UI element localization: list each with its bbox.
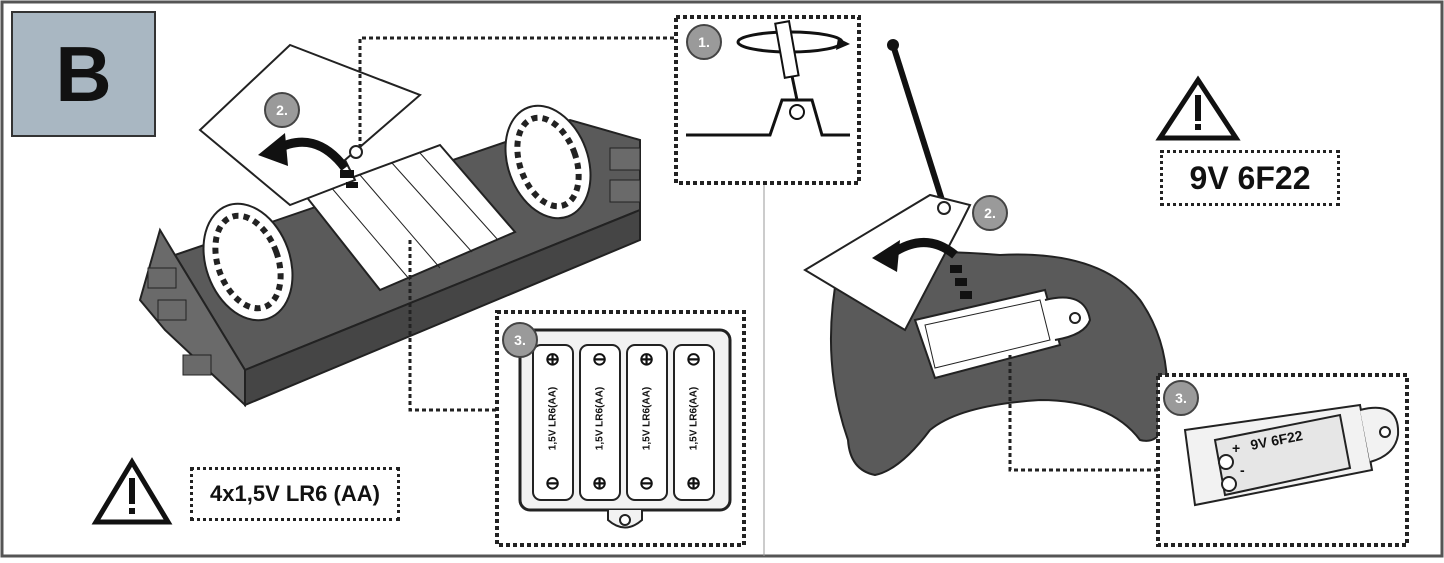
aa-battery-spec: 4x1,5V LR6 (AA) — [210, 481, 380, 506]
step3-badge-left: 3. — [502, 322, 538, 358]
step2-badge-left: 2. — [264, 92, 300, 128]
aa-cell-1-minus: ⊖ — [545, 473, 561, 493]
aa-battery-spec-tag: 4x1,5V LR6 (AA) — [190, 467, 400, 521]
section-letter-box: B — [11, 11, 156, 137]
9v-battery-spec-tag: 9V 6F22 — [1160, 150, 1340, 206]
leader-line-step3-right — [1008, 355, 1160, 472]
aa-cell-4-label: 1,5V LR6(AA) — [688, 386, 700, 451]
aa-cell-1-text: ⊕ 1,5V LR6(AA) ⊖ — [533, 345, 573, 500]
leader-line-step3 — [408, 240, 500, 412]
screwdriver-icon — [774, 20, 805, 120]
aa-cell-4-plus: ⊕ — [686, 473, 702, 493]
aa-cell-4-text: ⊖ 1,5V LR6(AA) ⊕ — [674, 345, 714, 500]
battery-lid — [198, 43, 422, 207]
aa-cell-2-label: 1,5V LR6(AA) — [594, 386, 606, 451]
9v-battery-plus: + — [1232, 440, 1241, 456]
warning-triangle-icon-right — [1155, 75, 1241, 141]
9v-compartment — [913, 288, 1062, 380]
car-wheel-left — [202, 202, 294, 322]
step1-badge: 1. — [686, 24, 722, 60]
aa-cell-2-plus: ⊕ — [592, 473, 608, 493]
aa-cell-2-minus: ⊖ — [592, 349, 608, 369]
9v-battery-minus: - — [1240, 462, 1245, 478]
aa-cell-4-minus: ⊖ — [686, 349, 702, 369]
aa-cell-2 — [579, 344, 621, 501]
aa-cell-1-label: 1,5V LR6(AA) — [547, 386, 559, 451]
aa-cell-3 — [626, 344, 668, 501]
aa-cell-3-plus: ⊕ — [639, 349, 655, 369]
9v-battery — [1213, 413, 1352, 497]
leader-line-step1 — [358, 36, 678, 148]
car-body — [138, 104, 641, 408]
aa-cell-4 — [673, 344, 715, 501]
aa-cell-3-label: 1,5V LR6(AA) — [641, 386, 653, 451]
step3-badge-right: 3. — [1163, 380, 1199, 416]
step2-badge-right: 2. — [972, 195, 1008, 231]
aa-cell-1-plus: ⊕ — [545, 349, 561, 369]
car-wheel-right — [504, 104, 592, 220]
aa-cell-3-minus: ⊖ — [639, 473, 655, 493]
aa-cell-3-text: ⊕ 1,5V LR6(AA) ⊖ — [627, 345, 667, 500]
warning-triangle-icon — [91, 457, 173, 525]
antenna — [890, 44, 945, 201]
9v-battery-spec: 9V 6F22 — [1189, 159, 1311, 196]
aa-cell-1 — [532, 344, 574, 501]
battery-compartment — [303, 143, 517, 292]
section-letter: B — [55, 29, 112, 118]
aa-cell-2-text: ⊖ 1,5V LR6(AA) ⊕ — [580, 345, 620, 500]
